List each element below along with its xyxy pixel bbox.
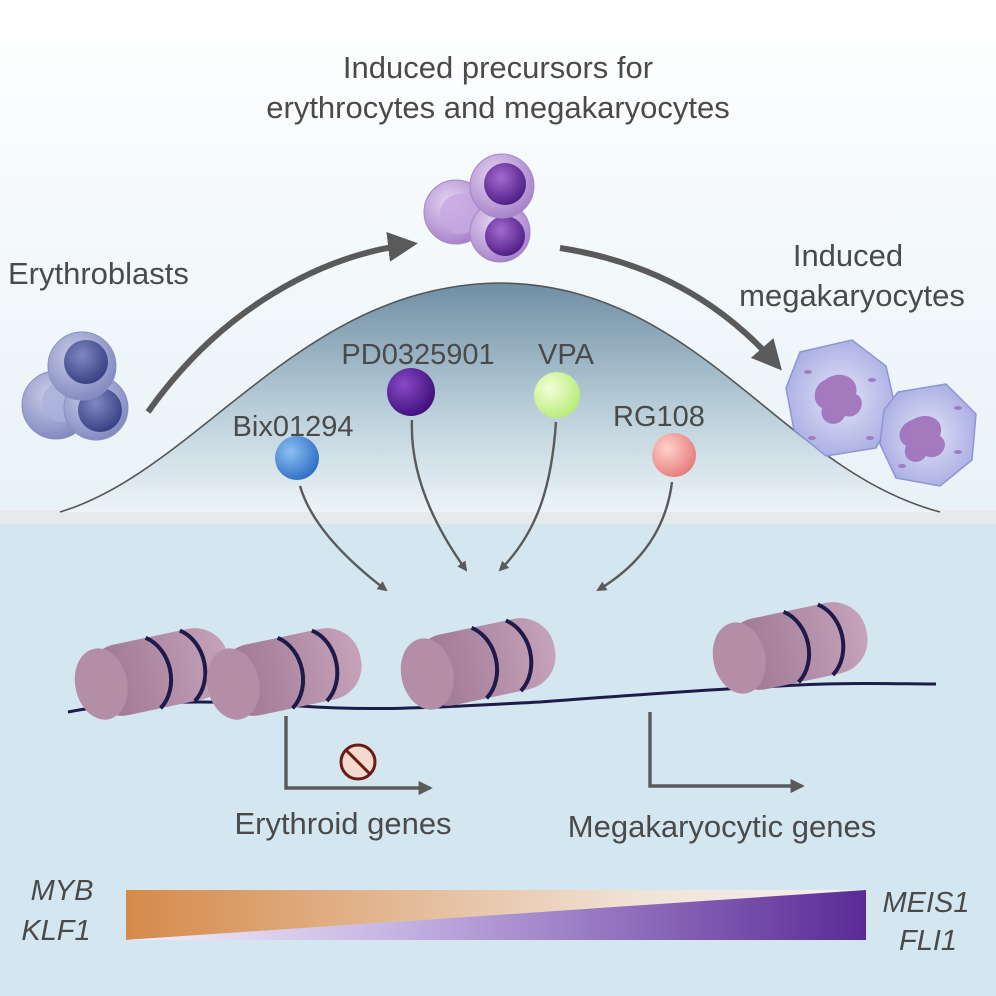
compound-label: VPA xyxy=(538,339,595,371)
compound-rg108: RG108 xyxy=(613,401,705,477)
nucleosome-3 xyxy=(400,618,556,710)
megakaryocytic-genes-label: Megakaryocytic genes xyxy=(568,809,876,844)
prohibition-icon xyxy=(339,743,377,781)
erythroblast-cell-cluster xyxy=(21,331,129,441)
gene-fli1-label: FLI1 xyxy=(899,925,957,957)
compound-dot xyxy=(387,368,435,416)
gene-myb-label: MYB xyxy=(31,875,94,907)
gene-meis1-label: MEIS1 xyxy=(882,887,969,919)
nucleosome-2 xyxy=(206,628,362,720)
arrow-rg108-to-chromatin xyxy=(596,481,674,592)
induced-megakaryocytes-line-2: megakaryocytes xyxy=(739,278,965,313)
induced-megakaryocytes-line-1: Induced xyxy=(793,238,903,273)
erythroid-genes-label: Erythroid genes xyxy=(234,806,451,841)
erythroblasts-label: Erythroblasts xyxy=(8,256,189,291)
compound-label: RG108 xyxy=(613,401,705,433)
compound-pd0325901: PD0325901 xyxy=(341,339,495,416)
compound-bix01294: Bix01294 xyxy=(233,411,353,480)
megakaryocytic-transcription-arrow xyxy=(648,712,805,794)
erythroid-transcription-arrow xyxy=(284,716,433,796)
induced-megakaryocyte-cells xyxy=(785,339,977,487)
arrow-precursor-to-megakaryocyte xyxy=(559,245,782,371)
induced-precursor-cell-cluster xyxy=(423,153,535,263)
gene-klf1-label: KLF1 xyxy=(21,915,90,947)
compound-dot xyxy=(534,372,580,418)
compound-dot xyxy=(652,433,696,477)
compound-label: PD0325901 xyxy=(341,339,494,371)
megakaryocytic-expression-gradient xyxy=(126,890,866,940)
nucleosome-4 xyxy=(712,602,868,694)
title-line-2: erythrocytes and megakaryocytes xyxy=(266,90,730,125)
arrow-erythroblast-to-precursor xyxy=(145,231,418,414)
compound-vpa: VPA xyxy=(534,339,595,418)
compound-dot xyxy=(275,436,319,480)
title-line-1: Induced precursors for xyxy=(343,50,653,85)
arrow-vpa-to-chromatin xyxy=(498,421,558,572)
nucleosome-1 xyxy=(74,628,230,720)
arrow-bix01294-to-chromatin xyxy=(298,485,388,592)
panel-divider xyxy=(0,510,996,524)
arrow-pd0325901-to-chromatin xyxy=(410,419,468,572)
